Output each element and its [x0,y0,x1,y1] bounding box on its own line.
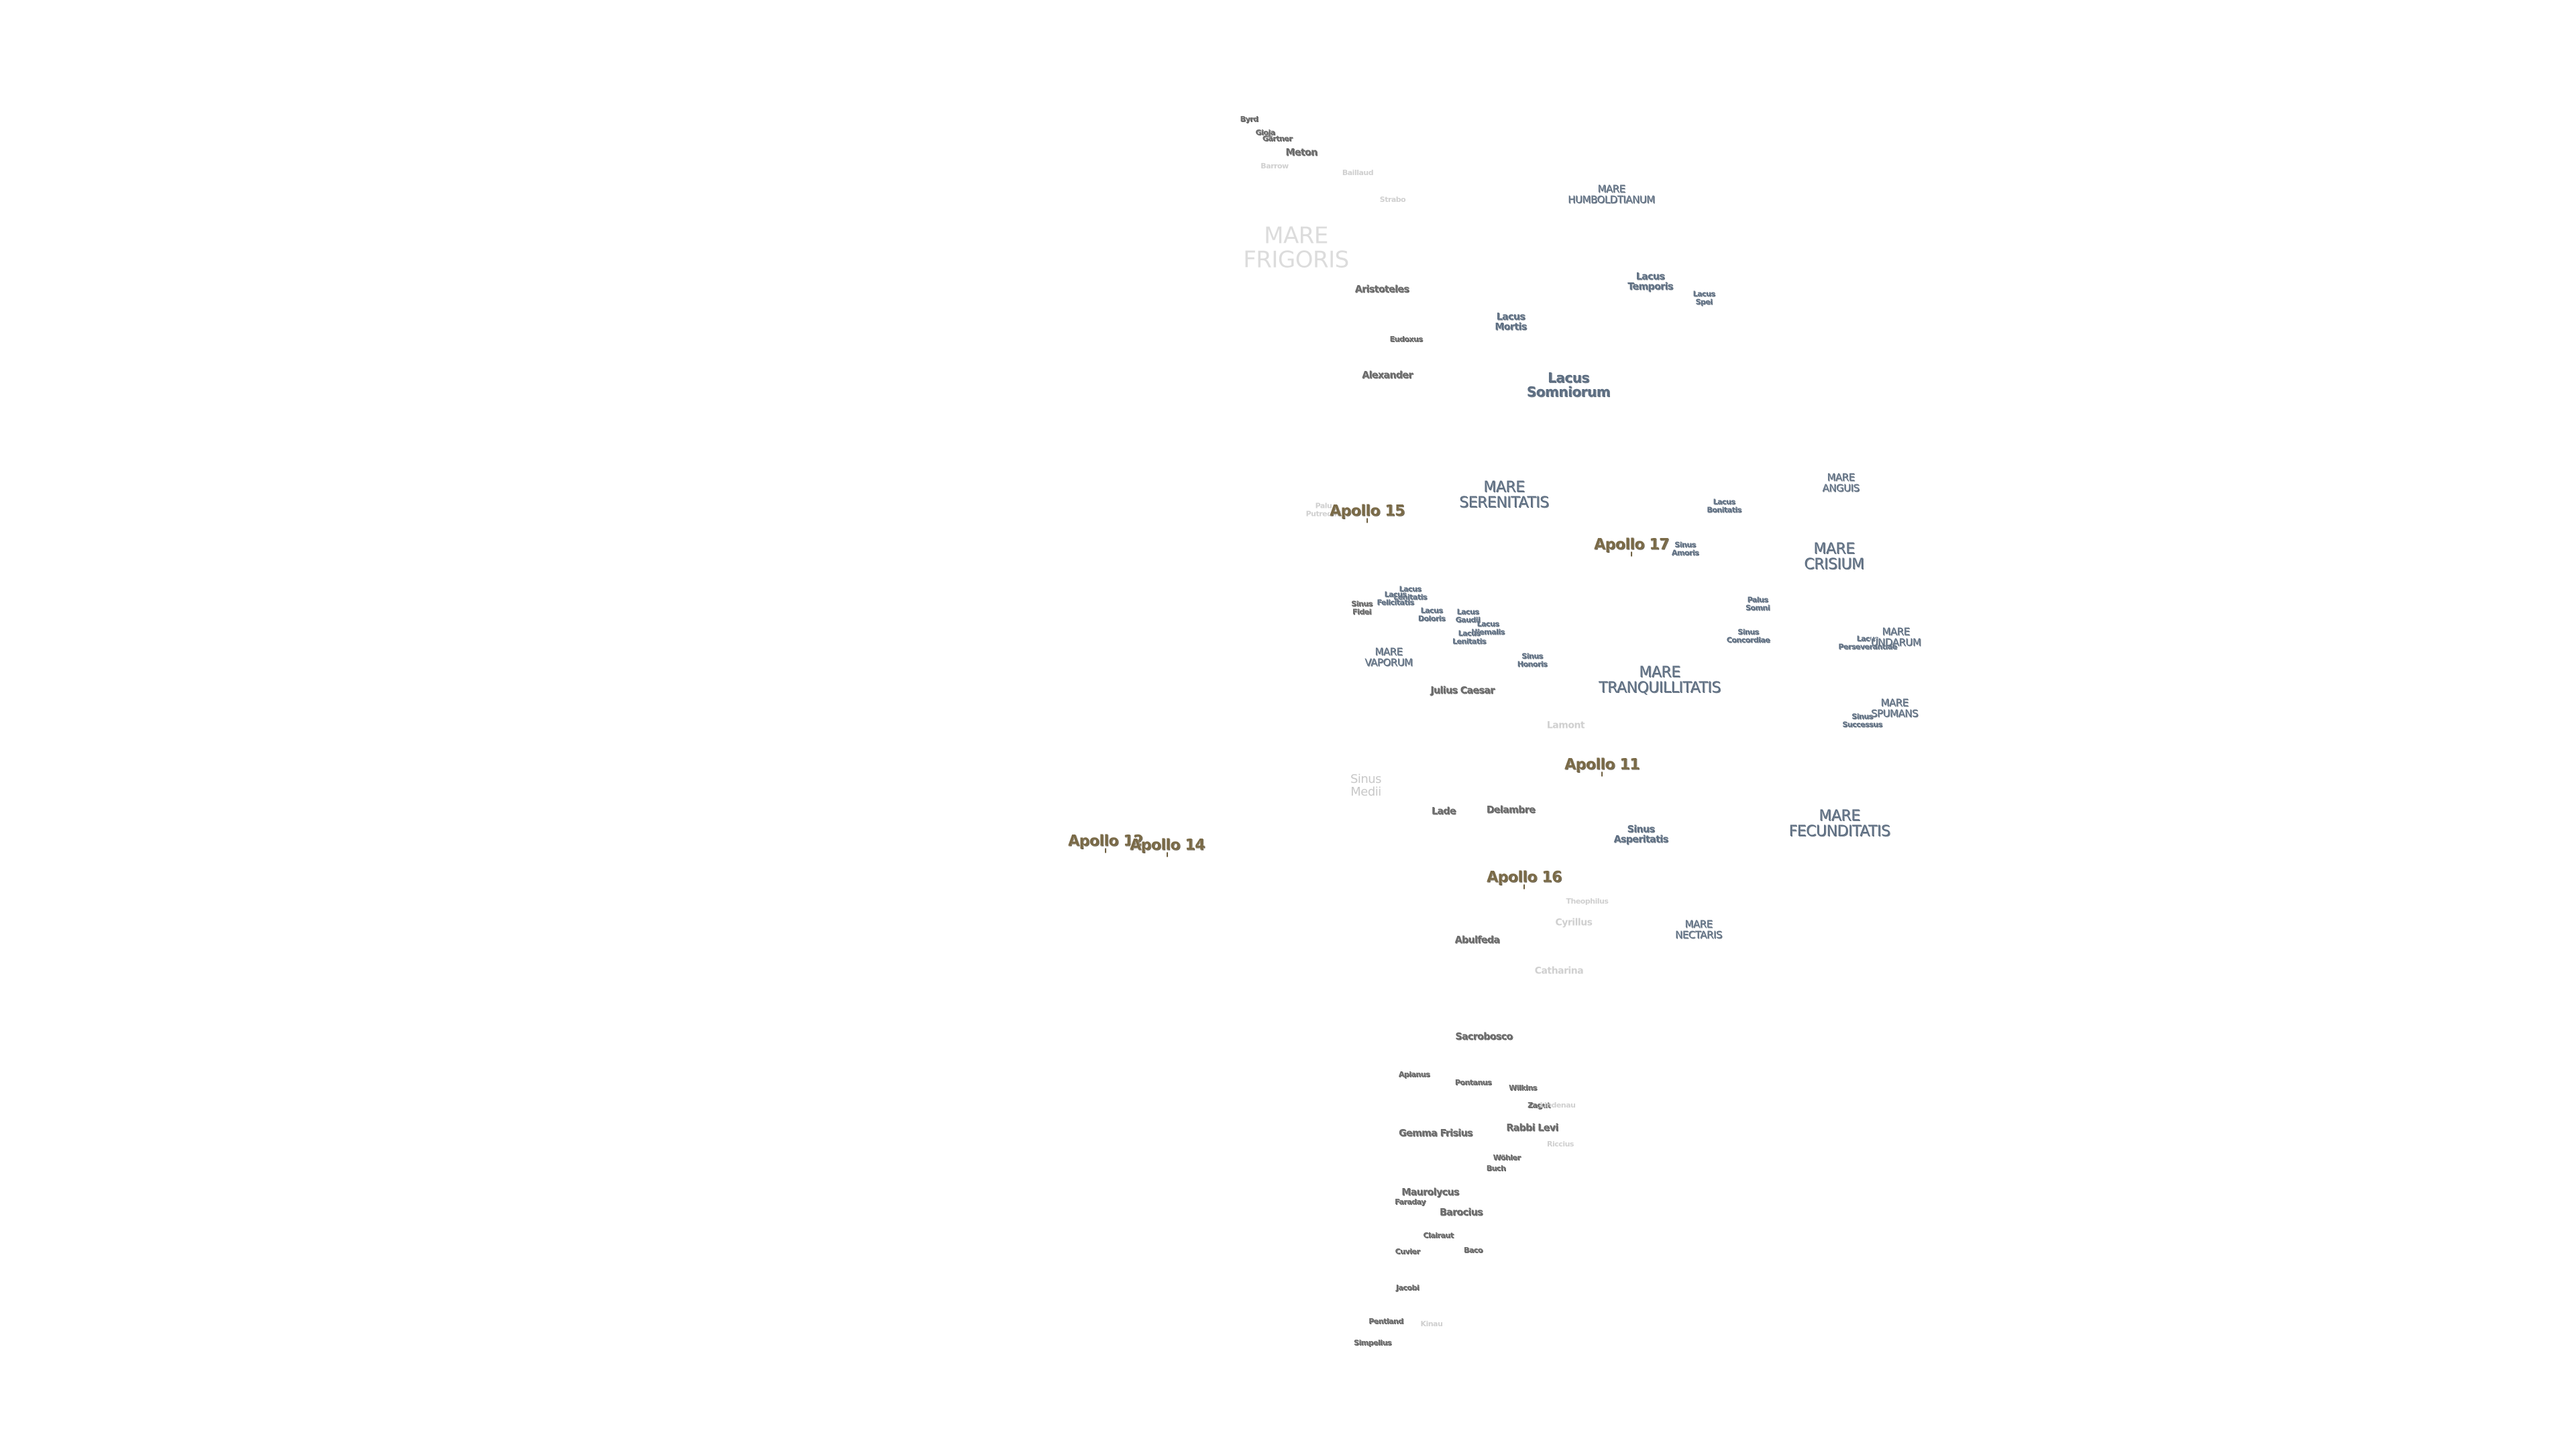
crater-label-aristoteles[interactable]: Aristoteles [1354,284,1409,295]
apollo-site-label-apollo-16[interactable]: Apollo 16 [1487,869,1562,886]
crater-label-jacobi[interactable]: Jacobi [1395,1283,1419,1293]
crater-label-eudoxus[interactable]: Eudoxus [1389,335,1423,344]
crater-label-lindenau[interactable]: Lindenau [1540,1101,1576,1110]
mare-label-mare-frigoris[interactable]: MARE FRIGORIS [1243,222,1349,273]
crater-label-gioja[interactable]: Gioja [1255,128,1275,138]
crater-label-cuvier[interactable]: Cuvier [1395,1247,1420,1256]
mare-label-mare-anguis[interactable]: MARE ANGUIS [1822,471,1860,494]
apollo-site-label-apollo-15[interactable]: Apollo 15 [1330,502,1405,520]
mare-label-mare-vaporum[interactable]: MARE VAPORUM [1364,645,1413,668]
feature-label-lacus-spei[interactable]: Lacus Spei [1693,289,1715,306]
crater-label-cyrillus[interactable]: Cyrillus [1555,917,1593,928]
crater-label-w-hler[interactable]: Wöhler [1493,1153,1521,1163]
feature-label-sinus-concordiae[interactable]: Sinus Concordiae [1726,627,1770,644]
crater-label-kinau[interactable]: Kinau [1420,1320,1443,1329]
crater-label-barrow[interactable]: Barrow [1260,162,1289,171]
crater-label-rabbi-levi[interactable]: Rabbi Levi [1506,1122,1558,1134]
crater-label-g-rtner[interactable]: Gärtner [1262,134,1293,144]
mare-label-mare-serenitatis[interactable]: MARE SERENITATIS [1459,478,1549,511]
crater-label-sacrobosco[interactable]: Sacrobosco [1455,1031,1513,1042]
crater-label-riccius[interactable]: Riccius [1547,1140,1574,1149]
crater-label-lamont[interactable]: Lamont [1546,720,1585,731]
crater-label-lade[interactable]: Lade [1432,806,1456,817]
mare-label-mare-crisium[interactable]: MARE CRISIUM [1804,540,1864,573]
feature-label-lacus-bonitatis[interactable]: Lacus Bonitatis [1707,497,1741,514]
crater-label-alexander[interactable]: Alexander [1362,370,1413,381]
apollo-site-label-apollo-14[interactable]: Apollo 14 [1130,837,1205,854]
crater-label-clairaut[interactable]: Clairaut [1423,1231,1454,1240]
feature-label-sinus-fidei[interactable]: Sinus Fidei [1351,599,1373,616]
feature-label-sinus-successus[interactable]: Sinus Successus [1842,712,1882,729]
crater-label-theophilus[interactable]: Theophilus [1566,897,1609,906]
feature-label-sinus-honoris[interactable]: Sinus Honoris [1517,651,1548,668]
crater-label-wilkins[interactable]: Wilkins [1509,1083,1537,1093]
crater-label-pentland[interactable]: Pentland [1368,1317,1403,1326]
mare-label-mare-spumans[interactable]: MARE SPUMANS [1871,696,1919,719]
feature-label-lacus-gaudii[interactable]: Lacus Gaudii [1455,607,1481,624]
feature-label-sinus-amoris[interactable]: Sinus Amoris [1671,540,1699,557]
crater-label-gemma-frisius[interactable]: Gemma Frisius [1399,1128,1472,1139]
crater-label-meton[interactable]: Meton [1285,147,1318,158]
crater-label-faraday[interactable]: Faraday [1395,1197,1426,1207]
crater-label-buch[interactable]: Buch [1486,1164,1506,1173]
crater-label-julius-caesar[interactable]: Julius Caesar [1430,685,1495,696]
feature-label-lacus-hiemalis[interactable]: Lacus Hiemalis [1471,619,1505,636]
feature-label-sinus-asperitatis[interactable]: Sinus Asperitatis [1613,824,1668,845]
crater-label-catharina[interactable]: Catharina [1534,965,1584,977]
apollo-site-label-apollo-17[interactable]: Apollo 17 [1594,536,1669,553]
crater-label-strabo[interactable]: Strabo [1379,195,1406,205]
feature-label-lacus-felicitatis[interactable]: Lacus Felicitatis [1377,590,1414,606]
feature-label-lacus-perseverantiae[interactable]: Lacus Perseverantiae [1838,634,1897,651]
feature-label-lacus-doloris[interactable]: Lacus Doloris [1417,606,1446,623]
crater-label-baillaud[interactable]: Baillaud [1342,168,1374,178]
crater-label-apianus[interactable]: Apianus [1398,1070,1430,1079]
apollo-site-label-apollo-11[interactable]: Apollo 11 [1564,756,1640,773]
feature-label-lacus-lenitatis[interactable]: Lacus Lenitatis [1393,584,1427,601]
feature-label-lacus-somniorum[interactable]: Lacus Somniorum [1526,370,1611,400]
crater-label-baco[interactable]: Baco [1464,1246,1483,1255]
feature-label-lacus-lenitatis[interactable]: Lacus Lenitatis [1452,629,1486,645]
mare-label-mare-humboldtianum[interactable]: MARE HUMBOLDTIANUM [1568,182,1655,205]
crater-label-abulfeda[interactable]: Abulfeda [1454,934,1500,946]
feature-label-sinus-medii[interactable]: Sinus Medii [1350,772,1382,799]
crater-label-simpelius[interactable]: Simpelius [1354,1338,1391,1348]
mare-label-mare-tranquillitatis[interactable]: MARE TRANQUILLITATIS [1599,663,1721,696]
crater-label-byrd[interactable]: Byrd [1240,115,1258,124]
feature-label-lacus-temporis[interactable]: Lacus Temporis [1627,271,1673,292]
crater-label-delambre[interactable]: Delambre [1486,804,1536,816]
crater-label-maurolycus[interactable]: Maurolycus [1401,1187,1459,1198]
crater-label-zagut[interactable]: Zagut [1527,1101,1550,1110]
feature-label-palus-somni[interactable]: Palus Somni [1745,595,1770,612]
mare-label-mare-undarum[interactable]: MARE UNDARUM [1870,625,1921,648]
feature-label-lacus-mortis[interactable]: Lacus Mortis [1495,311,1527,332]
mare-label-mare-nectaris[interactable]: MARE NECTARIS [1675,918,1722,941]
feature-label-palus-putredinis[interactable]: Palus Putredinis [1305,501,1346,518]
crater-label-barocius[interactable]: Barocius [1439,1207,1483,1218]
mare-label-mare-fecunditatis[interactable]: MARE FECUNDITATIS [1788,807,1890,840]
crater-label-pontanus[interactable]: Pontanus [1454,1078,1492,1087]
